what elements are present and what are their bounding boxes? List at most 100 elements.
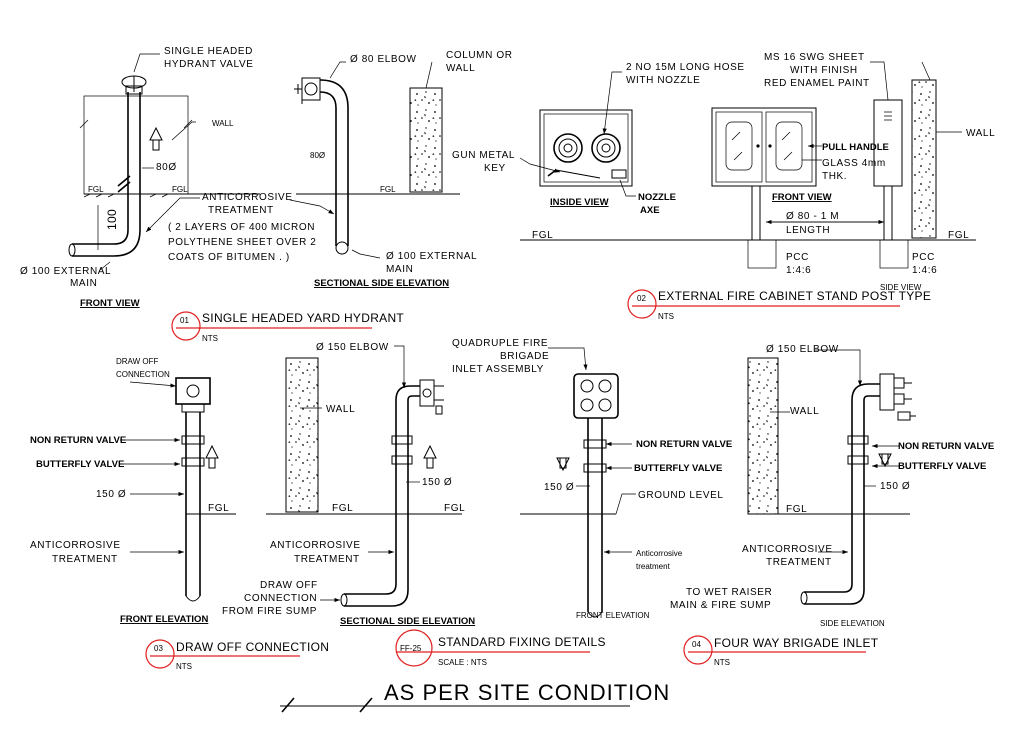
- label-glass-2: THK.: [822, 171, 847, 182]
- callout-circle-01: [171, 311, 201, 341]
- label-dia-d-side: 150 Ø: [422, 477, 452, 488]
- label-axe: AXE: [640, 205, 660, 216]
- label-anti-ds2: TREATMENT: [294, 554, 360, 565]
- brigade-inlet-side-elevation: [747, 357, 916, 605]
- detail-03-draw-off: DRAW OFF CONNECTION NON RETURN VALVE BUT…: [30, 342, 475, 671]
- label-pcc-1a: PCC: [786, 252, 809, 263]
- site-condition-note: AS PER SITE CONDITION: [384, 680, 670, 705]
- label-dia-front: 80Ø: [156, 162, 177, 173]
- detail-title-04: FOUR WAY BRIGADE INLET: [714, 636, 879, 650]
- draw-off-front-elevation: [175, 377, 219, 602]
- label-ext-main-side-2: MAIN: [386, 264, 413, 275]
- label-len-1: Ø 80 - 1 M: [786, 211, 839, 222]
- brigade-inlet-front-elevation: [556, 373, 619, 618]
- label-front-view-2: FRONT VIEW: [772, 192, 832, 203]
- detail-title-03: DRAW OFF CONNECTION: [176, 640, 329, 654]
- side-elevation-hydrant: Ø 80 ELBOW COLUMN OR WALL 80Ø FGL Ø 100 …: [289, 50, 513, 289]
- label-quad-1: QUADRUPLE FIRE: [452, 338, 548, 349]
- sheet-scale: SCALE : NTS: [438, 658, 487, 667]
- label-hose-1: 2 NO 15M LONG HOSE: [626, 62, 745, 73]
- label-front-view-1: FRONT VIEW: [80, 298, 140, 309]
- label-sump-2: CONNECTION: [244, 593, 317, 604]
- label-nrv-3: NON RETURN VALVE: [30, 435, 126, 446]
- cabinet-side-view: [873, 79, 937, 269]
- label-quad-3: INLET ASSEMBLY: [452, 364, 544, 375]
- label-wall-front: WALL: [212, 119, 234, 128]
- label-elbow-150-a: Ø 150 ELBOW: [316, 342, 389, 353]
- sheet-title-block: FF-25 STANDARD FIXING DETAILS SCALE : NT…: [280, 629, 670, 713]
- label-fgl-2: FGL: [172, 185, 188, 194]
- column-wall: [409, 87, 443, 193]
- detail-02-fire-cabinet: 2 NO 15M LONG HOSE WITH NOZZLE GUN METAL…: [452, 52, 995, 321]
- label-inside-view: INSIDE VIEW: [550, 197, 609, 208]
- label-drawoff-1: DRAW OFF: [116, 357, 158, 366]
- label-wall-4: WALL: [790, 406, 819, 417]
- label-dim-100: 100: [105, 209, 119, 230]
- detail-title-01: SINGLE HEADED YARD HYDRANT: [202, 311, 404, 325]
- label-ext-main-front-1: Ø 100 EXTERNAL: [20, 266, 111, 277]
- side-draw-off-head: [419, 379, 444, 415]
- label-valve-1: SINGLE HEADED: [164, 46, 253, 57]
- label-side-elev-3: SECTIONAL SIDE ELEVATION: [340, 616, 475, 627]
- label-pull-handle: PULL HANDLE: [822, 142, 889, 153]
- label-ext-main-side-1: Ø 100 EXTERNAL: [386, 251, 477, 262]
- label-sheet-1: MS 16 SWG SHEET: [764, 52, 865, 63]
- label-wall-cabinet: WALL: [966, 128, 995, 139]
- label-len-2: LENGTH: [786, 225, 830, 236]
- label-ext-main-front-2: MAIN: [70, 278, 97, 289]
- detail-scale-01: NTS: [202, 334, 218, 343]
- label-bfv-4s: BUTTERFLY VALVE: [898, 461, 986, 472]
- label-ground-4: GROUND LEVEL: [638, 490, 724, 501]
- hydrant-valve-wheel: [121, 75, 147, 95]
- sheet-title: STANDARD FIXING DETAILS: [438, 635, 606, 649]
- label-glass-1: GLASS 4mm: [822, 158, 886, 169]
- label-fgl-1: FGL: [88, 185, 104, 194]
- label-fgl-d3: FGL: [444, 503, 465, 514]
- label-layers-1: ( 2 LAYERS OF 400 MICRON: [168, 222, 315, 233]
- label-dia-4s: 150 Ø: [880, 481, 910, 492]
- label-pcc-1b: 1:4:6: [786, 265, 811, 276]
- callout-number-02: 02: [637, 294, 646, 303]
- label-hose-2: WITH NOZZLE: [626, 75, 700, 86]
- label-fgl-4: FGL: [786, 504, 807, 515]
- label-gun-2: KEY: [484, 163, 506, 174]
- label-dia-4: 150 Ø: [544, 482, 574, 493]
- label-side-view: SIDE VIEW: [880, 283, 922, 292]
- label-nozzle: NOZZLE: [638, 192, 676, 203]
- label-nrv-4s: NON RETURN VALVE: [898, 441, 994, 452]
- label-drawoff-2: CONNECTION: [116, 370, 170, 379]
- cabinet-front-view: [711, 107, 817, 269]
- sheet-ref-circle: [395, 629, 433, 667]
- label-anti-ds1: ANTICORROSIVE: [270, 540, 361, 551]
- callout-circle-02: [627, 289, 657, 319]
- label-anti-4a: Anticorrosive: [636, 549, 683, 558]
- detail-04-brigade-inlet: QUADRUPLE FIRE BRIGADE INLET ASSEMBLY NO…: [452, 338, 994, 667]
- label-fgl-3: FGL: [380, 185, 396, 194]
- detail-title-02: EXTERNAL FIRE CABINET STAND POST TYPE: [658, 289, 931, 303]
- label-side-elev-4: SIDE ELEVATION: [820, 619, 885, 628]
- label-anti-2: TREATMENT: [208, 205, 274, 216]
- label-front-elev-4: FRONT ELEVATION: [576, 611, 650, 620]
- label-layers-2: POLYTHENE SHEET OVER 2: [168, 237, 316, 248]
- callout-number-04: 04: [692, 640, 701, 649]
- detail-scale-02: NTS: [658, 312, 674, 321]
- sheet-ref: FF-25: [400, 644, 422, 653]
- label-layers-3: COATS OF BITUMEN . ): [168, 252, 290, 263]
- label-sheet-3: RED ENAMEL PAINT: [764, 78, 870, 89]
- label-fgl-d2: FGL: [332, 503, 353, 514]
- label-anti-4s2: TREATMENT: [766, 557, 832, 568]
- label-column-1: COLUMN OR: [446, 50, 513, 61]
- label-nrv-4: NON RETURN VALVE: [636, 439, 732, 450]
- label-bfv-3: BUTTERFLY VALVE: [36, 459, 124, 470]
- label-pcc-2b: 1:4:6: [912, 265, 937, 276]
- draw-off-wall: [285, 357, 319, 513]
- label-fgl-d1: FGL: [208, 503, 229, 514]
- label-dia-side: 80Ø: [310, 151, 325, 160]
- label-anti-d2: TREATMENT: [52, 554, 118, 565]
- side-wall: [911, 79, 937, 239]
- cabinet-inside-view: [539, 109, 633, 187]
- label-riser-1: TO WET RAISER: [686, 587, 772, 598]
- label-wall-d: WALL: [326, 404, 355, 415]
- callout-circle-04: [683, 635, 713, 665]
